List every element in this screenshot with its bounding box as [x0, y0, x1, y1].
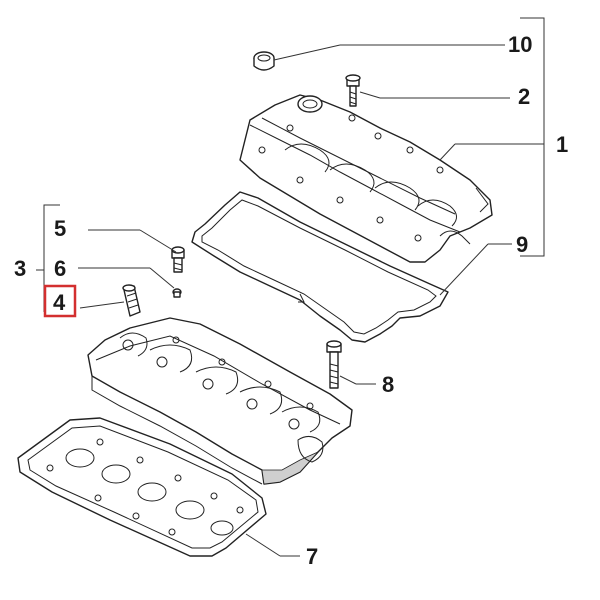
right-bracket — [520, 17, 545, 257]
leader-5b — [139, 229, 177, 253]
callout-9: 9 — [516, 232, 528, 257]
leader-1 — [439, 143, 456, 161]
oil-filler-cap[interactable] — [253, 51, 275, 71]
leader-2 — [359, 91, 381, 99]
callout-6: 6 — [54, 256, 66, 281]
callout-5: 5 — [54, 216, 66, 241]
cover-bolt[interactable] — [345, 74, 361, 107]
leader-9 — [439, 243, 489, 296]
leader-10 — [273, 44, 341, 61]
callout-1: 1 — [556, 132, 568, 157]
callout-8: 8 — [382, 372, 394, 397]
left-bracket — [36, 204, 60, 312]
callout-2: 2 — [518, 84, 530, 109]
leader-4 — [79, 301, 125, 309]
leader-8 — [339, 375, 357, 385]
valve-cover-gasket[interactable] — [191, 191, 449, 343]
washer[interactable] — [172, 288, 182, 298]
head-gasket[interactable] — [17, 417, 267, 557]
long-head-bolt[interactable] — [326, 340, 342, 389]
callout-4-highlight-box — [43, 284, 77, 318]
callout-4: 4 — [53, 290, 66, 315]
callout-7: 7 — [306, 544, 318, 569]
leader-6b — [149, 267, 175, 289]
stud[interactable] — [122, 284, 141, 317]
leader-7 — [245, 533, 281, 557]
callout-10: 10 — [508, 32, 532, 57]
cylinder-head[interactable] — [87, 317, 353, 485]
valve-cover[interactable] — [239, 94, 493, 263]
callout-3: 3 — [14, 256, 26, 281]
